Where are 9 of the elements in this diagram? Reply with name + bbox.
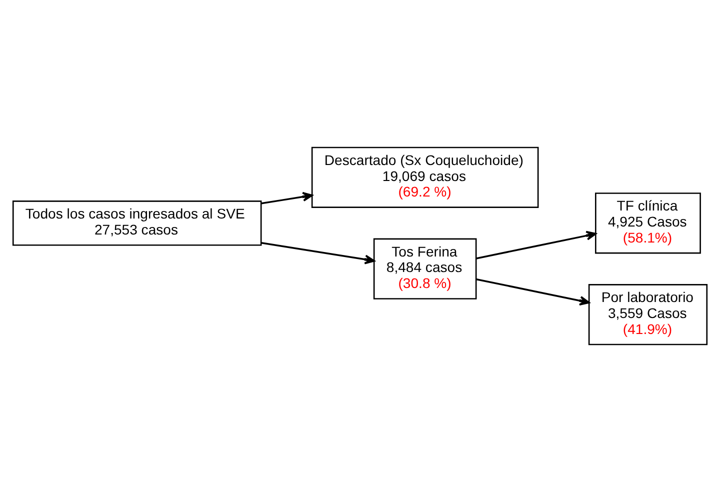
arrow [261, 192, 313, 204]
arrow [476, 230, 596, 260]
arrow [476, 278, 590, 306]
node-box: Por laboratorio 3,559 Casos (41.9%) [588, 284, 708, 346]
arrow [261, 242, 375, 264]
node-box: TF clínica 4,925 Casos (58.1%) [595, 192, 701, 254]
node-box: Tos Ferina 8,484 casos (30.8 %) [373, 238, 477, 300]
node-box: Descartado (Sx Coqueluchoide) 19,069 casos (69.2 %) [311, 146, 539, 208]
node-box: Todos los casos ingresados al SVE 27,553 casos [12, 200, 262, 246]
